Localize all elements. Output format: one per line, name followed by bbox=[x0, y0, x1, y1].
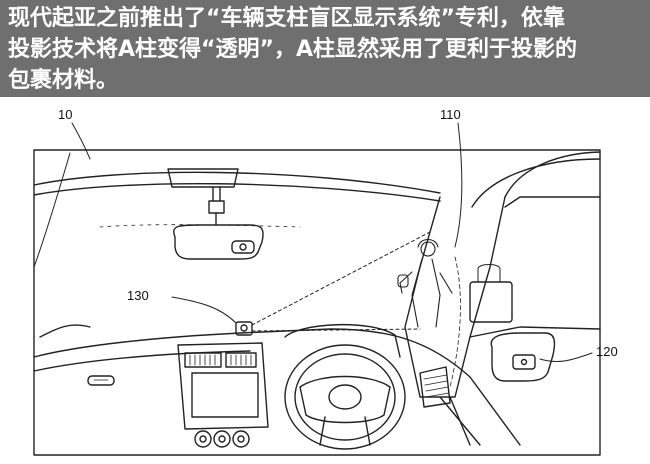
steering-wheel bbox=[284, 323, 406, 450]
caption-line-3: 包裹材料。 bbox=[8, 68, 119, 93]
label-pillar-110: 110 bbox=[440, 107, 461, 122]
right-air-vent bbox=[419, 366, 451, 408]
a-pillar bbox=[404, 151, 601, 446]
dashboard bbox=[33, 324, 521, 446]
leader-lines bbox=[71, 122, 593, 362]
caption-line-1: 现代起亚之前推出了“车辆支柱盲区显示系统”专利，依靠 bbox=[8, 6, 565, 31]
patent-drawing-svg: 10 110 130 120 bbox=[33, 107, 618, 456]
caption-line-2: 投影技术将A柱变得“透明”，A柱显然采用了更利于投影的 bbox=[8, 37, 577, 62]
projector-unit bbox=[235, 231, 431, 336]
side-mirror bbox=[490, 332, 556, 382]
glovebox-handle bbox=[87, 375, 115, 386]
label-projector-130: 130 bbox=[127, 288, 149, 303]
handbag bbox=[469, 281, 513, 323]
caption-banner: 现代起亚之前推出了“车辆支柱盲区显示系统”专利，依靠 投影技术将A柱变得“透明”… bbox=[0, 0, 650, 97]
sun-visor bbox=[167, 168, 239, 188]
label-windshield-10: 10 bbox=[58, 107, 72, 122]
side-window bbox=[469, 196, 601, 338]
label-mirror-120: 120 bbox=[596, 344, 618, 359]
rearview-mirror bbox=[173, 186, 264, 260]
windshield-area bbox=[33, 152, 441, 268]
drawing-frame bbox=[33, 149, 601, 456]
pedestrian-figure bbox=[397, 238, 453, 328]
center-console bbox=[177, 342, 269, 448]
patent-drawing: 10 110 130 120 bbox=[0, 97, 650, 460]
